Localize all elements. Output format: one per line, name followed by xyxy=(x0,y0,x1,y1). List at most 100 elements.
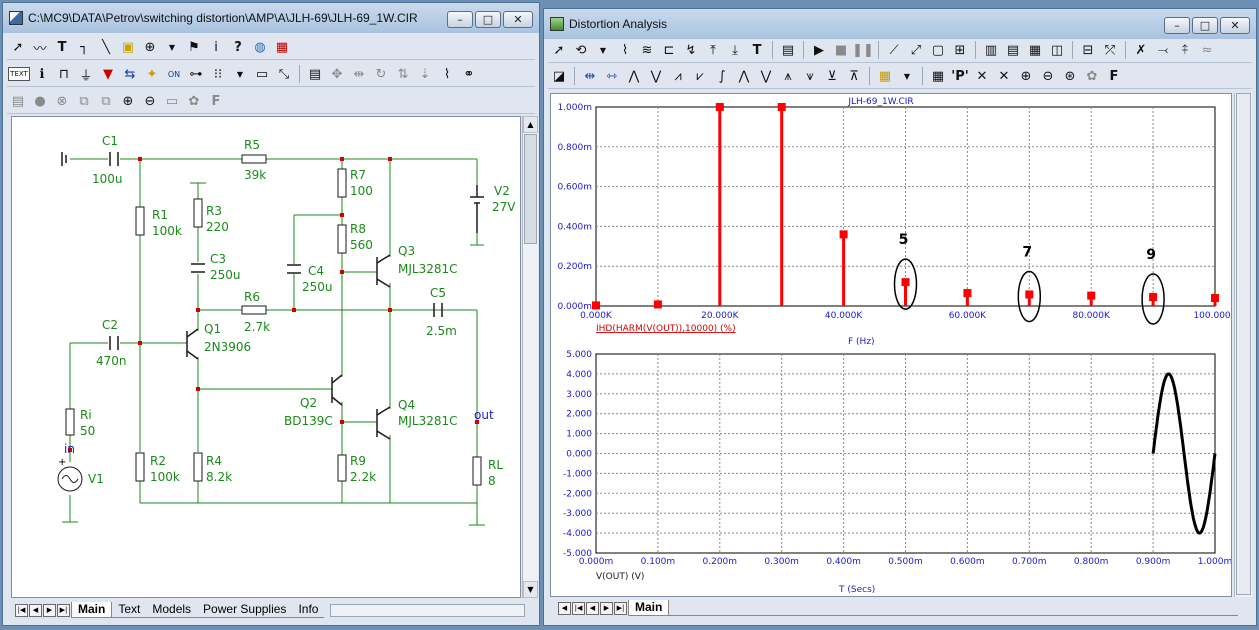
font-icon[interactable]: F xyxy=(211,93,221,109)
grid-fine-icon[interactable]: ▥ xyxy=(984,42,998,58)
ortho-wire-icon[interactable]: ┐ xyxy=(80,39,88,55)
prev-page-icon[interactable]: ◀ xyxy=(586,601,599,615)
last-page-icon[interactable]: ▶| xyxy=(57,603,70,617)
text-mode-icon[interactable]: TEXT xyxy=(8,67,30,81)
schematic-canvas[interactable]: + xyxy=(11,116,521,598)
scope-icon[interactable]: ⊏ xyxy=(663,42,675,58)
probe-icon[interactable]: ▦ xyxy=(275,39,289,55)
swap-icon[interactable]: ⇆ xyxy=(124,66,136,82)
notes-icon[interactable]: ▤ xyxy=(11,93,25,109)
bottom-icon[interactable]: ⩛ xyxy=(806,68,814,84)
grid-dense-icon[interactable]: ▤ xyxy=(1006,42,1020,58)
global-low-icon[interactable]: ⋁ xyxy=(760,68,772,84)
wire-icon[interactable]: ⟲ xyxy=(575,42,587,58)
peak-icon[interactable]: ⤒ xyxy=(710,42,716,58)
line-icon[interactable]: ╲ xyxy=(102,39,110,55)
first-page-icon[interactable]: |◀ xyxy=(15,603,28,617)
info-icon[interactable]: ⅰ xyxy=(214,39,218,55)
rotate-icon[interactable]: ↻ xyxy=(375,66,387,82)
next-valley-icon[interactable]: ⋁ xyxy=(650,68,662,84)
step-icon[interactable]: ⇣ xyxy=(419,66,431,82)
cancel-icon[interactable]: ⊗ xyxy=(56,93,68,109)
scale-icon[interactable]: ◪ xyxy=(552,68,566,84)
settings-icon[interactable]: ✿ xyxy=(188,93,200,109)
schematic-vertical-scrollbar[interactable]: ▲ ▼ xyxy=(522,116,538,598)
tab-main[interactable]: Main xyxy=(71,602,113,618)
close-button[interactable]: ✕ xyxy=(1220,17,1250,34)
schematic-titlebar[interactable]: C:\MC9\DATA\Petrov\switching distortion\… xyxy=(3,3,539,33)
chart-icon[interactable]: ⌇ xyxy=(621,42,629,58)
cursor-icon[interactable]: ⤡ xyxy=(278,66,290,82)
grid-icon[interactable]: ⊞ xyxy=(954,42,966,58)
tab-main[interactable]: Main xyxy=(628,600,670,616)
stop-icon[interactable]: ● xyxy=(34,93,46,109)
dropdown-arrow-icon[interactable]: ▼ xyxy=(903,71,911,81)
first-page-icon[interactable]: |◀ xyxy=(572,601,585,615)
next-peak-icon[interactable]: ⋀ xyxy=(628,68,640,84)
copy-icon[interactable]: ⧉ xyxy=(79,93,89,109)
paste-icon[interactable]: ⧉ xyxy=(101,93,111,109)
top-icon[interactable]: ⩚ xyxy=(784,68,792,84)
inflection-icon[interactable]: ∫ xyxy=(718,68,726,84)
scroll-up-arrow-icon[interactable]: ▲ xyxy=(523,116,538,133)
select-arrow-icon[interactable]: ➚ xyxy=(12,39,24,55)
move-icon[interactable]: ✥ xyxy=(331,66,343,82)
cursor-icon[interactable]: ↯ xyxy=(685,42,697,58)
close-button[interactable]: ✕ xyxy=(503,11,533,28)
tab-models[interactable]: Models xyxy=(146,602,198,618)
minimize-button[interactable]: – xyxy=(1164,17,1190,34)
maximize-button[interactable]: □ xyxy=(1192,17,1218,34)
table-icon[interactable]: ▦ xyxy=(931,68,945,84)
dropdown-arrow-icon[interactable]: ▼ xyxy=(168,42,176,52)
properties-icon[interactable]: ▤ xyxy=(781,42,795,58)
help-icon[interactable]: ? xyxy=(234,39,242,55)
pin-icon[interactable]: ℹ xyxy=(39,66,45,82)
stop-icon[interactable]: ■ xyxy=(834,42,848,58)
grid-icon[interactable]: ⁝⁝ xyxy=(213,66,223,82)
bulb-icon[interactable]: ✦ xyxy=(146,66,158,82)
scroll-down-arrow-icon[interactable]: ▼ xyxy=(523,581,538,598)
next-page-icon[interactable]: ▶ xyxy=(43,603,56,617)
mirror-icon[interactable]: ⇹ xyxy=(353,66,365,82)
valley-icon[interactable]: ⤓ xyxy=(732,42,738,58)
zoom-in-icon[interactable]: ⊕ xyxy=(1020,68,1032,84)
y-label-icon[interactable]: ✕ xyxy=(998,68,1010,84)
waveform-icon[interactable]: ≋ xyxy=(641,42,653,58)
cursor-left-icon[interactable]: ⇹ xyxy=(584,68,596,84)
component-icon[interactable]: ⊕ xyxy=(144,39,156,55)
flag-icon[interactable]: ▣ xyxy=(121,39,135,55)
wire-icon[interactable]: 〰 xyxy=(33,41,47,57)
zoom-out-icon[interactable]: ⊖ xyxy=(1042,68,1054,84)
maximize-button[interactable]: □ xyxy=(475,11,501,28)
dropdown-arrow-icon[interactable]: ▼ xyxy=(236,69,244,79)
binoculars-icon[interactable]: ⚭ xyxy=(463,66,475,82)
properties-icon[interactable]: ▤ xyxy=(308,66,322,82)
cycle-icon[interactable]: ⊼ xyxy=(849,68,859,84)
cursor-right-icon[interactable]: ⇿ xyxy=(606,68,618,84)
dropdown-arrow-icon[interactable]: ▼ xyxy=(599,45,607,55)
diagonal-icon[interactable]: ⤢ xyxy=(910,42,922,58)
prev-icon[interactable]: ◀ xyxy=(558,601,571,615)
palette-icon[interactable]: ▦ xyxy=(878,68,892,84)
flag-marker-icon[interactable]: ⚑ xyxy=(188,39,200,55)
line-slope-icon[interactable]: ⟋ xyxy=(889,42,899,58)
grid-major-icon[interactable]: ◫ xyxy=(1050,42,1064,58)
x-label-icon[interactable]: ✕ xyxy=(976,68,988,84)
flip-icon[interactable]: ⇅ xyxy=(397,66,409,82)
low-icon[interactable]: ⩗ xyxy=(696,68,704,84)
global-high-icon[interactable]: ⋀ xyxy=(738,68,750,84)
folder-icon[interactable]: ▭ xyxy=(165,93,179,109)
smoothing-icon[interactable]: ≈ xyxy=(1201,42,1213,58)
window-icon[interactable]: ▭ xyxy=(255,66,269,82)
wave-icon[interactable]: ⌇ xyxy=(443,66,451,82)
filter-icon[interactable]: ▼ xyxy=(103,66,113,82)
tag-icon[interactable]: ✗ xyxy=(1135,42,1147,58)
on-icon[interactable]: ON xyxy=(167,69,181,79)
scroll-thumb[interactable] xyxy=(1236,93,1251,595)
settings-icon[interactable]: ✿ xyxy=(1086,68,1098,84)
tab-power-supplies[interactable]: Power Supplies xyxy=(197,602,293,618)
frame-icon[interactable]: ▢ xyxy=(931,42,945,58)
tab-info[interactable]: Info xyxy=(292,602,325,618)
ground-icon[interactable]: ⏚ xyxy=(79,68,93,84)
